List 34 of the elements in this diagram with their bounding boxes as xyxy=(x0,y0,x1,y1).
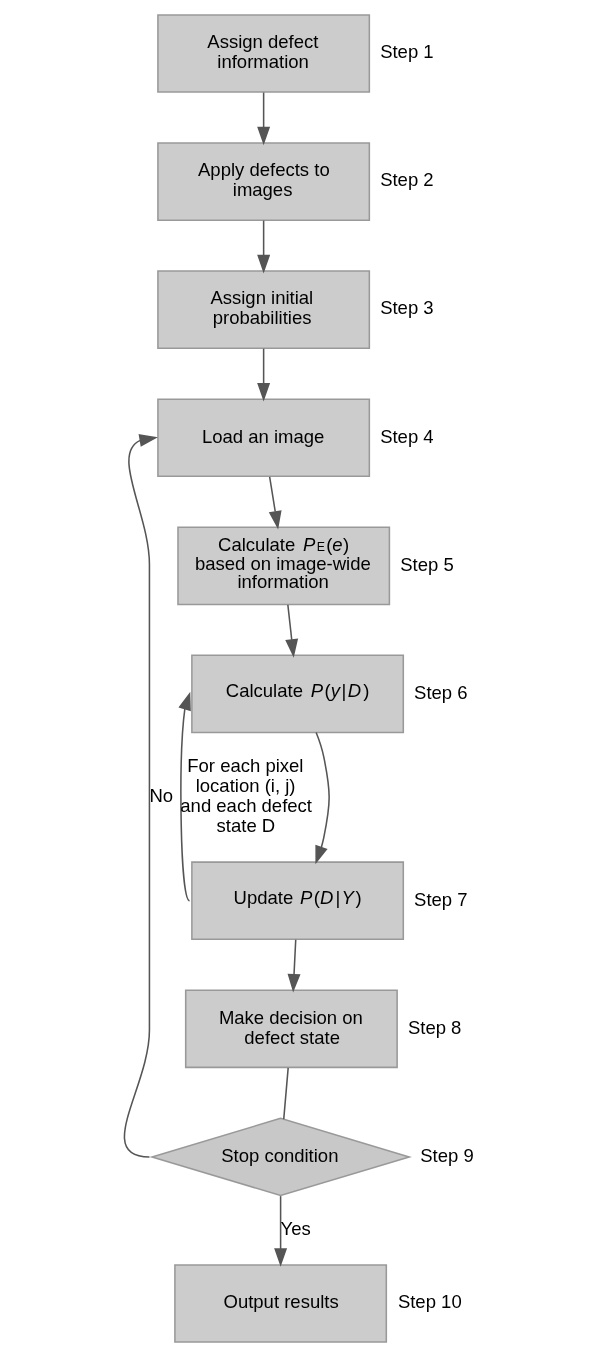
arrow xyxy=(274,1195,288,1267)
node-box: Output results xyxy=(174,1264,388,1343)
node-box: Load an image xyxy=(157,398,371,478)
edge-label: No xyxy=(149,785,174,807)
arrow xyxy=(268,476,282,530)
edge-label: Yes xyxy=(280,1217,311,1239)
arrow xyxy=(257,219,271,274)
node-label: Step 10 xyxy=(397,1291,462,1313)
node-box: Calculate PE(e) based on image-wide information xyxy=(177,526,391,606)
node-box: Update P(D|Y) xyxy=(191,861,405,941)
node-box: Calculate P(y|D) xyxy=(191,654,405,734)
node-label: Step 4 xyxy=(380,425,434,447)
node-box: Apply defects to images xyxy=(157,142,371,221)
arrow xyxy=(257,91,271,146)
connector xyxy=(282,1067,289,1120)
node-label: Step 6 xyxy=(414,681,468,703)
node-diamond: Stop condition xyxy=(149,1117,412,1197)
node-box: Assign defect information xyxy=(157,14,371,93)
arrow xyxy=(257,347,271,402)
node-label: Step 1 xyxy=(380,41,434,63)
arrow xyxy=(178,691,191,902)
node-label: Step 3 xyxy=(380,297,434,319)
arrow xyxy=(287,939,301,993)
node-label: Step 5 xyxy=(400,553,454,575)
arrow xyxy=(123,434,158,1158)
node-label: Step 9 xyxy=(420,1144,474,1166)
node-label: Step 7 xyxy=(414,888,468,910)
arrow xyxy=(285,604,299,658)
node-box: Make decision on defect state xyxy=(184,989,398,1069)
node-label: Step 2 xyxy=(380,169,434,191)
edge-label: For each pixel location (i, j) and each defect state D xyxy=(180,755,312,837)
node-label: Step 8 xyxy=(407,1016,462,1038)
arrow xyxy=(315,731,330,865)
node-box: Assign initial probabilities xyxy=(157,270,371,349)
